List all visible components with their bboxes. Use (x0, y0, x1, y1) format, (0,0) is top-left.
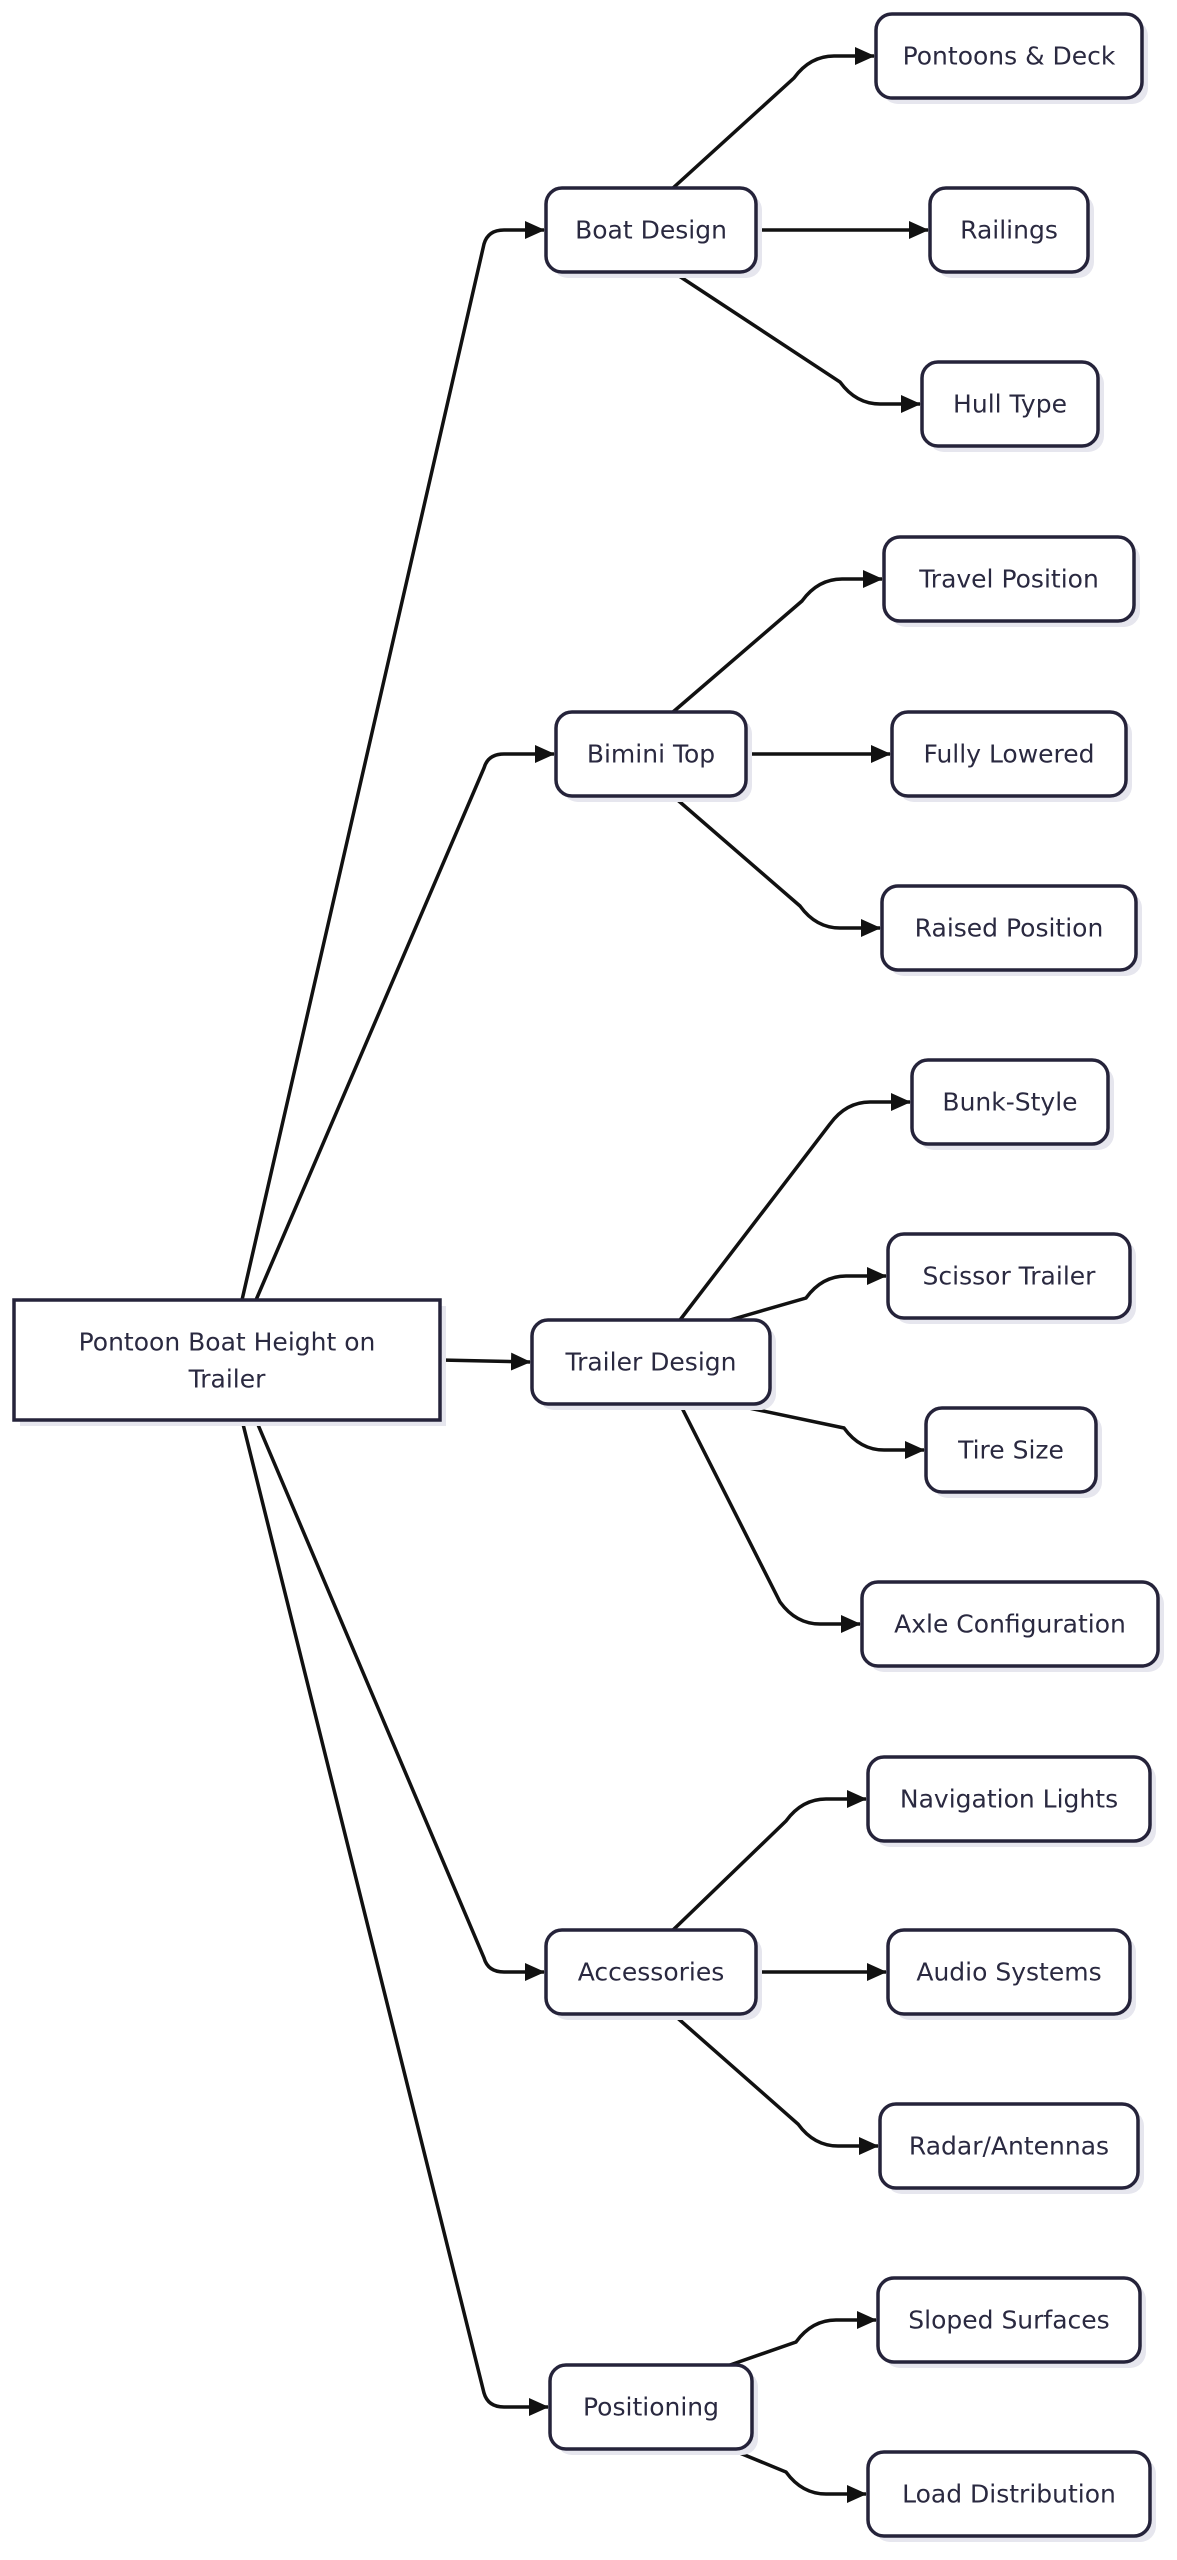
leaf-node-radar-antennas: Radar/Antennas (878, 2102, 1144, 2194)
leaf-node-axle-configuration: Axle Configuration (860, 1580, 1164, 1672)
leaf-node-hull-type-label: Hull Type (953, 390, 1067, 419)
leaf-node-fully-lowered-label: Fully Lowered (923, 740, 1094, 769)
leaf-node-tire-size: Tire Size (924, 1406, 1102, 1498)
root-label-line-2: Trailer (188, 1365, 266, 1394)
category-node-bimini-top-label: Bimini Top (587, 740, 715, 769)
leaf-node-scissor-trailer-label: Scissor Trailer (923, 1262, 1097, 1291)
edge-root-to-positioning (240, 1419, 549, 2416)
leaf-node-radar-antennas-label: Radar/Antennas (909, 2132, 1109, 2161)
edge-root-to-boat-design (240, 221, 545, 1301)
edge-boat-design-to-hull-type (672, 270, 921, 413)
leaf-node-hull-type: Hull Type (920, 360, 1104, 452)
leaf-node-bunk-style: Bunk-Style (910, 1058, 1114, 1150)
leaf-node-audio-systems-label: Audio Systems (916, 1958, 1101, 1987)
category-node-positioning: Positioning (548, 2363, 758, 2455)
edge-positioning-to-sloped-surfaces (729, 2311, 877, 2367)
leaf-node-load-distribution-label: Load Distribution (902, 2480, 1116, 2509)
root-label-line-1: Pontoon Boat Height on (79, 1328, 376, 1357)
leaf-node-raised-position: Raised Position (880, 884, 1142, 976)
edges-layer (240, 47, 929, 2503)
leaf-node-axle-configuration-label: Axle Configuration (894, 1610, 1126, 1639)
leaf-node-sloped-surfaces-label: Sloped Surfaces (908, 2306, 1109, 2335)
edge-root-to-bimini-top (254, 745, 555, 1301)
category-node-trailer-design-label: Trailer Design (564, 1348, 736, 1377)
category-node-positioning-label: Positioning (583, 2393, 719, 2422)
edge-positioning-to-load-distribution (729, 2447, 867, 2503)
category-node-accessories: Accessories (544, 1928, 762, 2020)
leaf-node-fully-lowered: Fully Lowered (890, 710, 1132, 802)
edge-root-to-accessories (254, 1419, 545, 1981)
edge-trailer-design-to-axle-configuration (678, 1403, 861, 1633)
category-node-boat-design: Boat Design (544, 186, 762, 278)
category-node-bimini-top: Bimini Top (554, 710, 752, 802)
leaf-node-audio-systems: Audio Systems (886, 1928, 1136, 2020)
category-node-accessories-label: Accessories (578, 1958, 725, 1987)
edge-accessories-to-navigation-lights (671, 1790, 867, 1932)
leaf-node-pontoons-deck-label: Pontoons & Deck (903, 42, 1116, 71)
leaf-node-travel-position-label: Travel Position (918, 565, 1099, 594)
edge-bimini-top-to-raised-position (671, 794, 881, 937)
edge-root-to-trailer-design (439, 1352, 531, 1371)
edge-bimini-top-to-travel-position (671, 570, 883, 714)
leaf-node-tire-size-label: Tire Size (957, 1436, 1064, 1465)
leaf-node-bunk-style-label: Bunk-Style (942, 1088, 1077, 1117)
edge-boat-design-to-pontoons-deck (671, 47, 875, 190)
leaf-node-load-distribution: Load Distribution (866, 2450, 1156, 2542)
leaf-node-sloped-surfaces: Sloped Surfaces (876, 2276, 1146, 2368)
leaf-node-scissor-trailer: Scissor Trailer (886, 1232, 1136, 1324)
edge-trailer-design-to-bunk-style (678, 1093, 911, 1322)
leaf-node-navigation-lights-label: Navigation Lights (900, 1785, 1118, 1814)
leaf-node-raised-position-label: Raised Position (915, 914, 1104, 943)
edge-trailer-design-to-tire-size (729, 1402, 925, 1459)
leaf-node-navigation-lights: Navigation Lights (866, 1755, 1156, 1847)
edge-accessories-to-radar-antennas (671, 2012, 879, 2155)
category-node-trailer-design: Trailer Design (530, 1318, 776, 1410)
leaf-node-pontoons-deck: Pontoons & Deck (874, 12, 1148, 104)
edge-trailer-design-to-scissor-trailer (729, 1267, 887, 1322)
leaf-node-railings: Railings (928, 186, 1094, 278)
leaf-node-railings-label: Railings (960, 216, 1058, 245)
leaf-node-travel-position: Travel Position (882, 535, 1140, 627)
category-node-boat-design-label: Boat Design (575, 216, 727, 245)
root-node: Pontoon Boat Height on Trailer (12, 1298, 446, 1426)
